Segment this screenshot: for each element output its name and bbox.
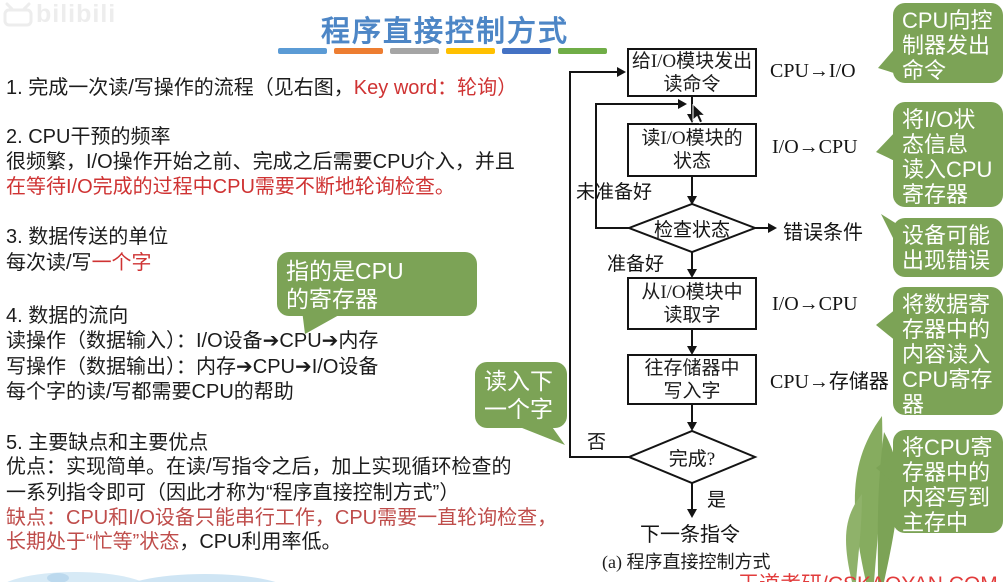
note-text: ，CPU利用率低。 — [179, 531, 342, 553]
note-line-1: 1. 完成一次读/写操作的流程（见右图，Key word：轮询） — [6, 76, 517, 100]
decor-leaf — [854, 416, 883, 582]
side-label-cpu-to-io: CPU→I/O — [770, 60, 856, 82]
note-line-10: 每个字的读/写都需要CPU的帮助 — [6, 380, 294, 404]
title-underline-bars — [278, 48, 607, 54]
mouse-cursor-icon — [692, 104, 707, 124]
note-text: 每个字的读/写都需要CPU的帮助 — [6, 381, 294, 403]
note-line-14: 缺点：CPU和I/O设备只能串行工作，CPU需要一直轮询检查， — [6, 506, 557, 530]
edge-label-yes: 是 — [707, 490, 727, 511]
note-text: 在等待I/O完成的过程中CPU需要不断地轮询检查。 — [6, 176, 455, 198]
decor-cloud — [134, 574, 276, 582]
flow-diamond-check-status-label: 检查状态 — [653, 219, 730, 241]
note-line-13: 一系列指令即可（因此才称为“程序直接控制方式”） — [6, 481, 459, 505]
side-label-io-to-cpu: I/O→CPU — [772, 136, 858, 158]
edge-label-not-ready: 未准备好 — [576, 182, 653, 203]
page-title: 程序直接控制方式 — [320, 16, 569, 48]
note-line-11: 5. 主要缺点和主要优点 — [6, 431, 208, 455]
note-text: 3. 数据传送的单位 — [6, 226, 169, 248]
note-line-4: 在等待I/O完成的过程中CPU需要不断地轮询检查。 — [6, 175, 455, 199]
edge-label-ready: 准备好 — [607, 254, 665, 275]
edge-label-no: 否 — [587, 432, 607, 453]
bar-darkblue — [502, 48, 551, 54]
decor-cloud — [47, 573, 69, 582]
note-text: 4. 数据的流向 — [6, 305, 129, 327]
bubble-read-next-word: 读入下 一个字 — [475, 362, 567, 428]
note-text: 一系列指令即可（因此才称为“程序直接控制方式”） — [6, 482, 460, 504]
note-text: 每次读/写 — [6, 252, 92, 274]
note-text-red: 一个字 — [91, 252, 152, 274]
bilibili-tv-icon — [3, 2, 33, 27]
note-keyword: Key word：轮询） — [353, 77, 518, 99]
note-text: 优点：实现简单。在读/写指令之后，加上实现循环检查的 — [6, 456, 512, 478]
note-text: 写操作（数据输出）：内存➔CPU➔I/O设备 — [6, 356, 379, 378]
site-watermark: 王道考研/CSKAOYAN.COM — [738, 568, 998, 582]
flow-box-issue-read-command: 给I/O模块发出 读命令 — [627, 48, 757, 97]
bar-orange — [334, 48, 383, 54]
bar-yellow — [446, 48, 495, 54]
flow-box-read-io-status: 读I/O模块的 状态 — [627, 123, 757, 177]
note-text: 1. 完成一次读/写操作的流程（见右图， — [6, 77, 354, 99]
bilibili-watermark: bilibili — [36, 0, 117, 28]
flow-diamond-done-label: 完成? — [668, 448, 716, 470]
flow-box-read-word: 从I/O模块中 读取字 — [627, 277, 757, 330]
note-line-9: 写操作（数据输出）：内存➔CPU➔I/O设备 — [6, 355, 378, 379]
side-label-io-to-cpu-2: I/O→CPU — [772, 293, 858, 315]
bubble-device-may-error: 设备可能 出现错误 — [893, 218, 1003, 277]
flow-box-write-word: 往存储器中 写入字 — [627, 354, 757, 405]
note-line-3: 很频繁，I/O操作开始之前、完成之后需要CPU介入，并且 — [6, 150, 515, 174]
label-next-instruction: 下一条指令 — [640, 524, 740, 546]
note-text-red: 缺点：CPU和I/O设备只能串行工作，CPU需要一直轮询检查， — [6, 507, 558, 529]
note-text-red: 长期处于“忙等”状态 — [6, 531, 180, 553]
flowchart-caption: (a) 程序直接控制方式 — [602, 552, 771, 572]
note-line-6: 每次读/写一个字 — [6, 251, 152, 275]
bubble-cpu-reg-to-main-memory: 将CPU寄 存器中的 内容写到 主存中 — [893, 430, 1003, 535]
note-text: 2. CPU干预的频率 — [6, 126, 171, 148]
bar-green — [558, 48, 607, 54]
side-label-error-condition: 错误条件 — [783, 222, 863, 244]
bubble-cpu-register: 指的是CPU 的寄存器 — [277, 252, 477, 316]
note-line-7: 4. 数据的流向 — [6, 304, 128, 328]
bar-blue — [278, 48, 327, 54]
decor-cloud — [7, 572, 143, 582]
bubble-read-status-to-cpu: 将I/O状 态信息 读入CPU 寄存器 — [893, 102, 1003, 207]
side-label-cpu-to-memory: CPU→存储器 — [770, 371, 889, 393]
note-text: 读操作（数据输入）：I/O设备➔CPU➔内存 — [6, 330, 379, 352]
note-line-15: 长期处于“忙等”状态，CPU利用率低。 — [6, 530, 342, 554]
note-text: 5. 主要缺点和主要优点 — [6, 432, 209, 454]
bubble-cpu-issues-command: CPU向控 制器发出 命令 — [893, 3, 1003, 83]
note-line-5: 3. 数据传送的单位 — [6, 225, 168, 249]
note-text: 很频繁，I/O操作开始之前、完成之后需要CPU介入，并且 — [6, 151, 515, 173]
note-line-8: 读操作（数据输入）：I/O设备➔CPU➔内存 — [6, 329, 378, 353]
note-line-2: 2. CPU干预的频率 — [6, 125, 170, 149]
bar-gray — [390, 48, 439, 54]
bubble-data-reg-to-cpu-reg: 将数据寄 存器中的 内容读入 CPU寄存 器 — [893, 287, 1003, 417]
note-line-12: 优点：实现简单。在读/写指令之后，加上实现循环检查的 — [6, 455, 512, 479]
